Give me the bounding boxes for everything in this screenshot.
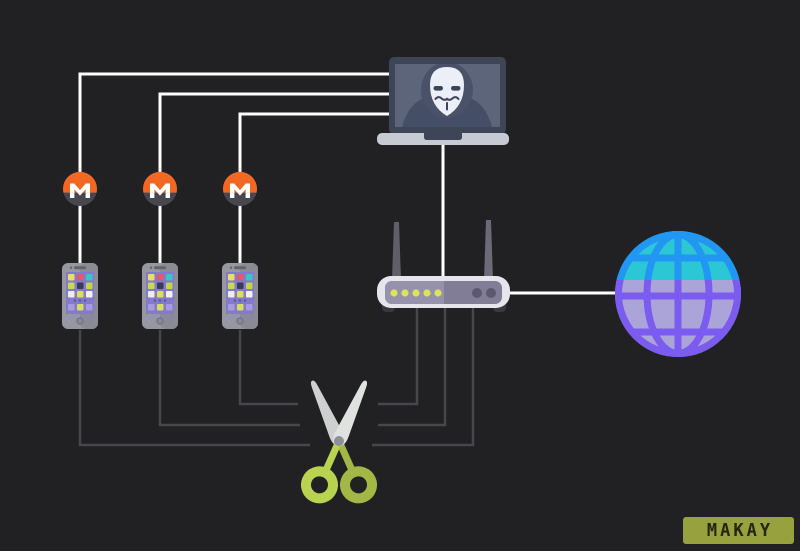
scissors-handle-ring: [340, 466, 378, 504]
smartphone-icon: [142, 263, 178, 329]
brand-badge: MAKAY: [683, 517, 794, 544]
router-status-leds: [390, 289, 442, 297]
wire-laptop-monero1-phone1: [78, 72, 389, 267]
wire-phone3-router-left-segment: [238, 330, 298, 406]
laptop-base-notch: [424, 133, 462, 140]
scissors-arm-right-blade: [300, 380, 368, 504]
wire-phone2-router-left-segment: [158, 330, 300, 427]
cut-wires: [78, 306, 475, 447]
scissors-arm-left-blade: [310, 380, 378, 504]
wire-phone1-router-left-segment: [78, 330, 310, 447]
wire-phone3-router-right-segment: [378, 306, 419, 406]
scissors-icon: [300, 380, 378, 504]
anonymous-hacker-icon: [402, 64, 492, 127]
router-button: [486, 288, 496, 298]
hacker-laptop-icon: [377, 57, 509, 145]
router-antenna-right: [484, 220, 493, 280]
wifi-router-icon: [377, 220, 510, 312]
monero-icon: [223, 171, 257, 206]
wire-laptop-monero2-phone2: [158, 92, 389, 267]
scissors-handle-ring: [300, 466, 338, 504]
brand-label: MAKAY: [706, 520, 774, 541]
monero-icon: [143, 171, 177, 206]
smartphone-icon: [222, 263, 258, 329]
router-button: [472, 288, 482, 298]
router-antenna-left: [392, 222, 401, 280]
monero-icon: [63, 171, 97, 206]
internet-globe-icon: [615, 231, 741, 357]
wire-laptop-monero3-phone3: [238, 112, 389, 267]
smartphone-icon: [62, 263, 98, 329]
wire-phone1-router-right-segment: [372, 306, 475, 447]
wire-phone2-router-right-segment: [378, 306, 447, 427]
scissors-pivot: [334, 436, 344, 446]
guy-fawkes-mask: [430, 67, 464, 116]
